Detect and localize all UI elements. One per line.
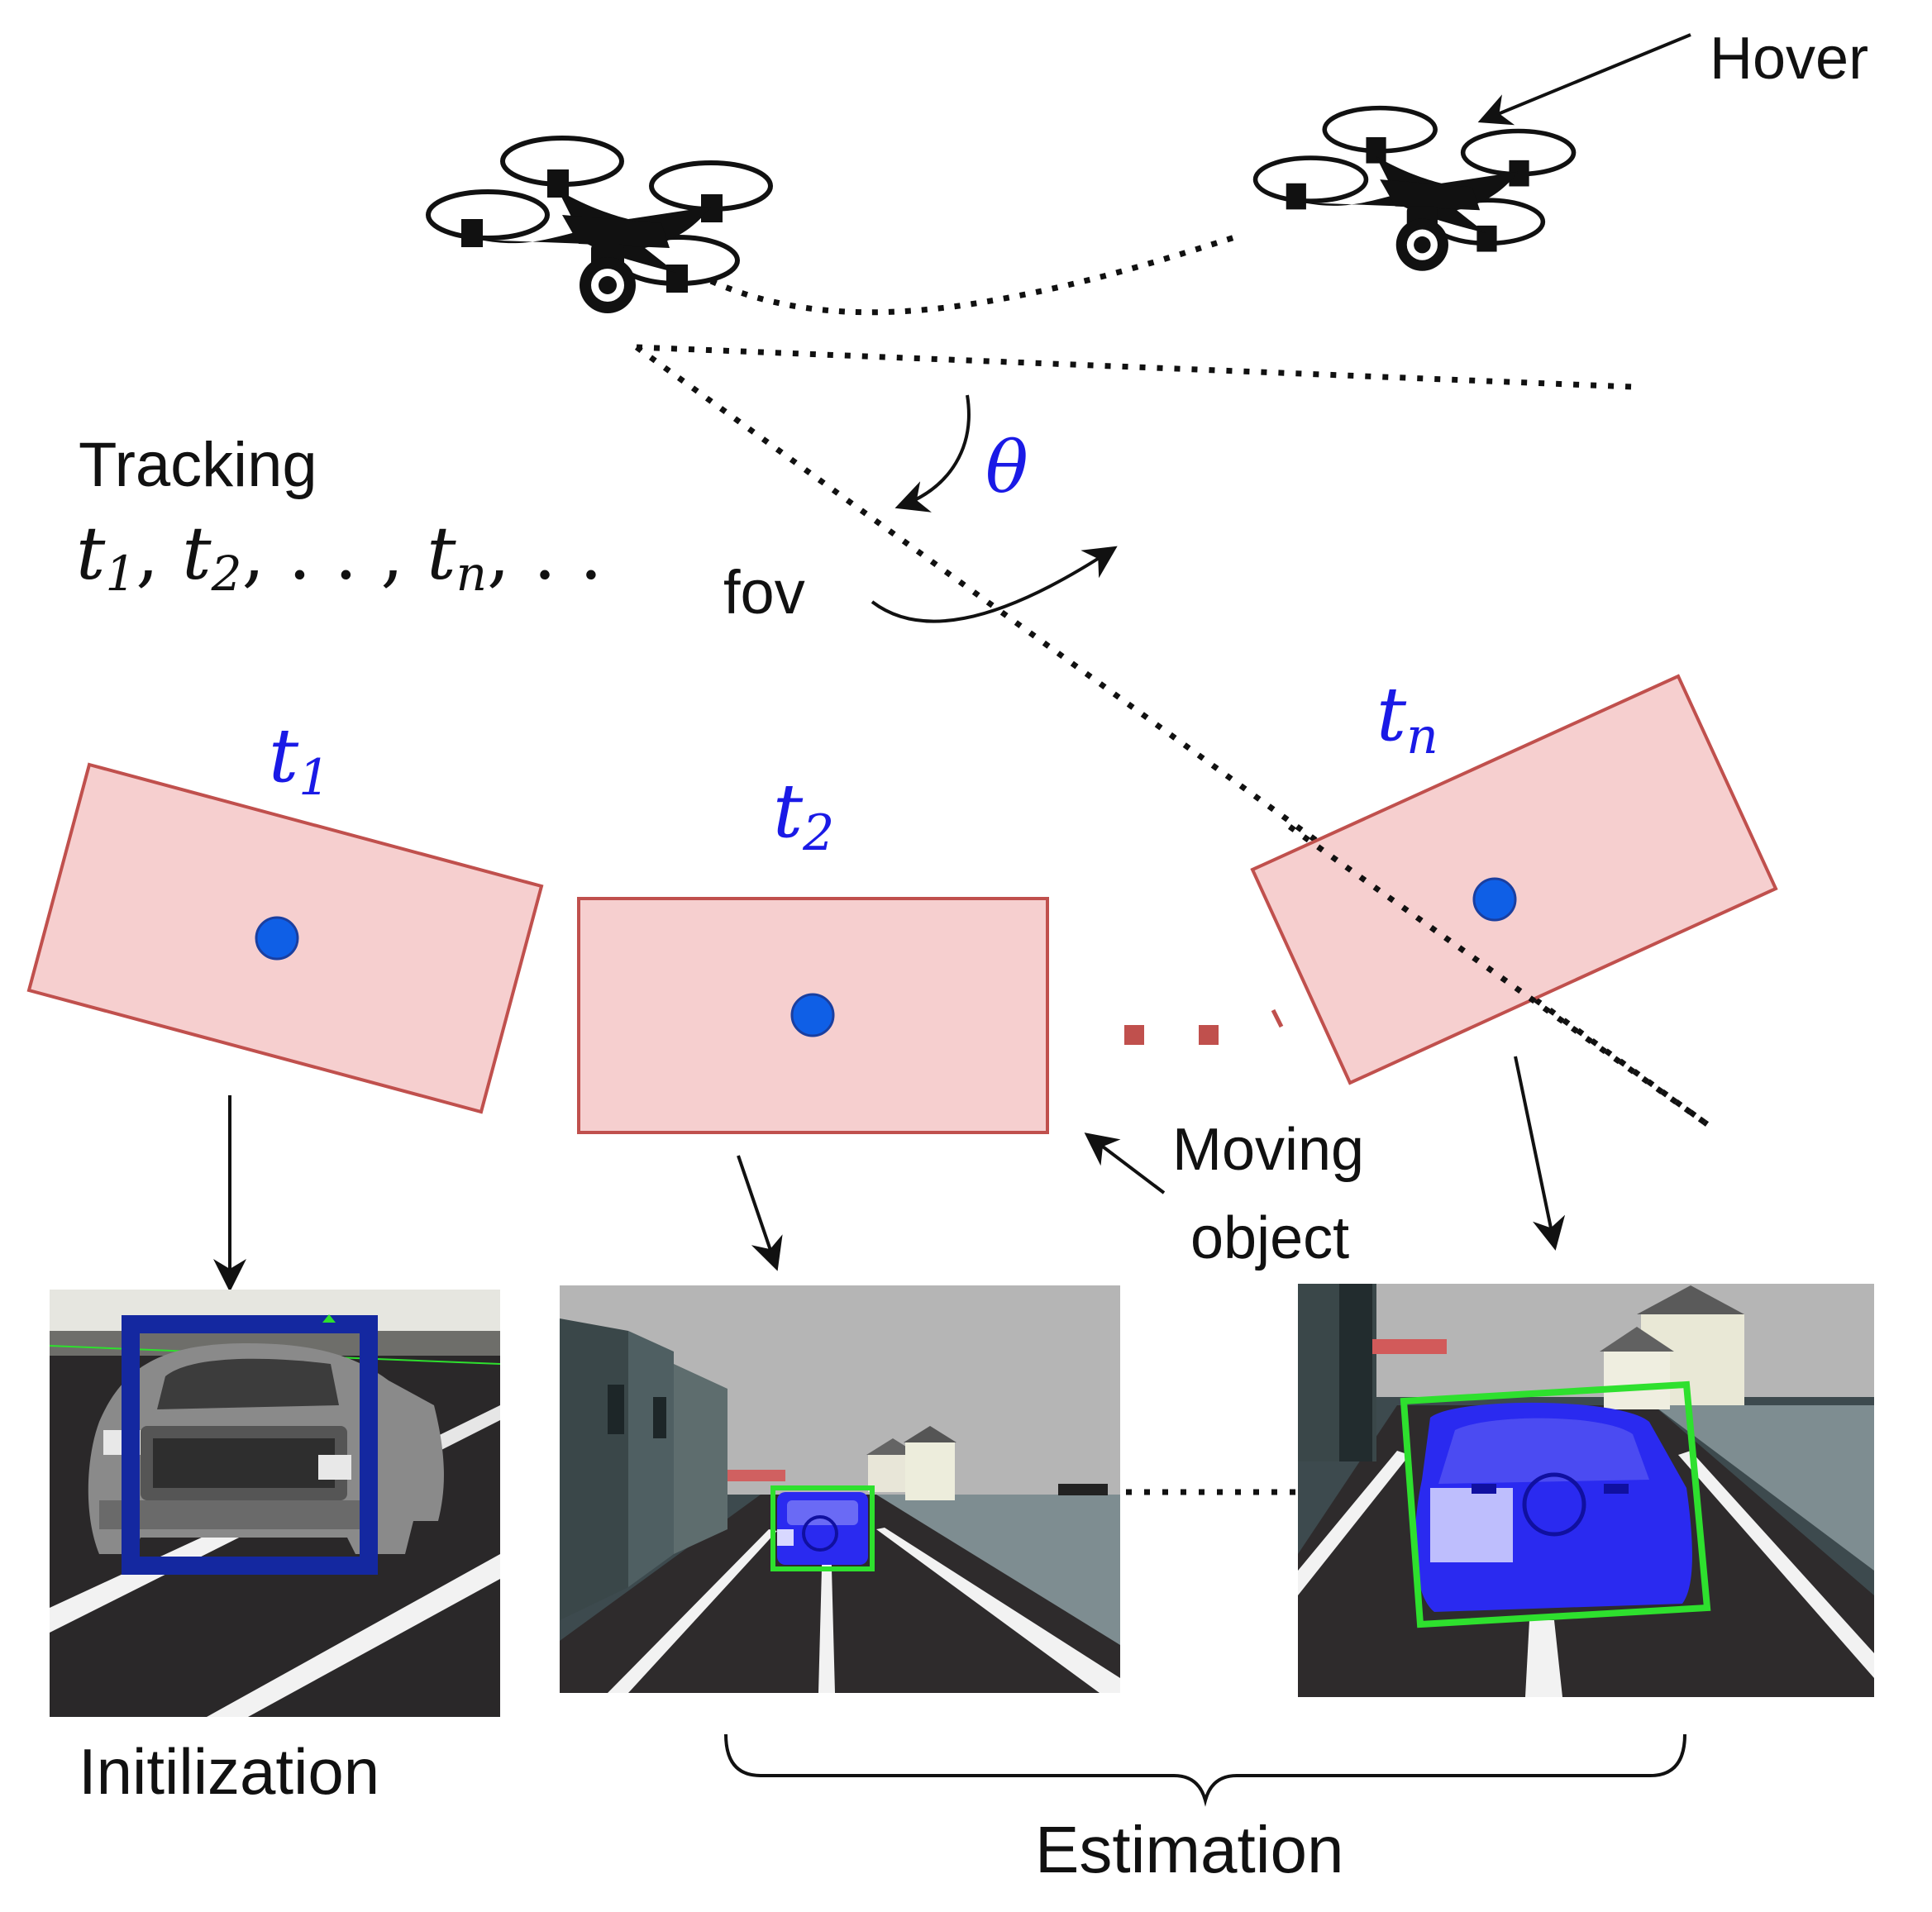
moving-object-label: Moving object (1172, 1117, 1381, 1271)
arrow-t2-to-image (737, 1155, 783, 1271)
camera-image-initialization (50, 1290, 500, 1717)
init-detection-box (122, 1315, 378, 1575)
hover-label: Hover (1710, 26, 1868, 92)
theta-arc-arrow (894, 394, 971, 513)
frame-tn-label: tn (1376, 671, 1438, 765)
frame-t1: t1 (26, 713, 544, 1114)
frame-t2-label: t2 (773, 768, 834, 862)
fov-lower-line (634, 345, 1710, 1127)
arrow-tn-to-image (1514, 1056, 1566, 1251)
drone-left-icon (428, 138, 770, 313)
t2-detection-box (770, 1485, 875, 1571)
frames-ellipsis (1124, 1008, 1284, 1045)
tracking-sequence: t1, t2, . . , tn, . . (76, 511, 603, 602)
estimation-brace (724, 1733, 1686, 1807)
object-dot (1472, 877, 1517, 922)
frame-t1-label: t1 (269, 713, 330, 807)
hover-arrow (1477, 33, 1691, 126)
object-dot (790, 993, 835, 1037)
moving-object-arrow (1084, 1132, 1166, 1194)
flight-path (709, 232, 1242, 316)
object-dot (255, 916, 299, 961)
drone-right-icon (1256, 108, 1574, 271)
frame-t2: t2 (577, 768, 1049, 1134)
camera-image-t2 (560, 1285, 1120, 1693)
theta-label: θ (985, 427, 1028, 509)
frame-tn: tn (1250, 671, 1778, 1085)
camera-image-tn (1298, 1284, 1874, 1697)
fov-label: fov (723, 558, 805, 627)
initialization-label: Initilization (79, 1735, 379, 1808)
estimation-label: Estimation (1035, 1813, 1343, 1886)
fov-arc-arrow (871, 546, 1118, 623)
tn-detection-box (1400, 1380, 1711, 1628)
fov-upper-line (636, 344, 1634, 390)
tracking-label: Tracking (79, 430, 317, 500)
